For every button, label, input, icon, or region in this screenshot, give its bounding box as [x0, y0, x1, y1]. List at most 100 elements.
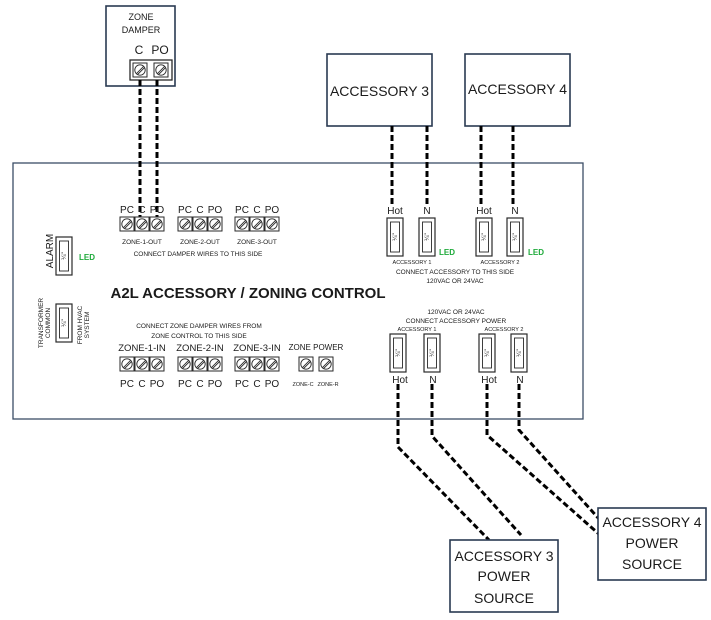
acc2-in-hot-label: Hot	[481, 375, 497, 386]
power4-line1: ACCESSORY 4	[602, 514, 701, 530]
zone2-in-terminal-pc[interactable]	[177, 356, 193, 372]
zone1-out-po: PO	[150, 205, 165, 216]
acc1-out-fuse-n-rating: ¼"	[424, 232, 431, 240]
zone2-out-pc: PC	[178, 205, 192, 216]
zone-power-c-label: ZONE-C	[292, 382, 313, 388]
zone-damper-title-line2: DAMPER	[122, 25, 161, 35]
zone3-out-terminal-c[interactable]	[249, 216, 265, 232]
power4-wire-hot	[485, 384, 601, 537]
power3-line3: SOURCE	[474, 590, 534, 606]
acc2-out-label: ACCESSORY 2	[481, 260, 520, 266]
zone-damper-terminal-c[interactable]	[132, 62, 148, 78]
zone3-out-po: PO	[265, 205, 280, 216]
zone-power-terminal-r[interactable]	[318, 356, 334, 372]
in-caption-line1: CONNECT ZONE DAMPER WIRES FROM	[136, 323, 262, 330]
zone-power-section: ZONE POWER ZONE-C ZONE-R	[289, 343, 344, 388]
zone2-out-po: PO	[208, 205, 223, 216]
acc2-in-label: ACCESSORY 2	[485, 327, 524, 333]
power3-wire-hot	[396, 384, 491, 542]
zone1-out-terminal-po[interactable]	[149, 216, 165, 232]
power3-line1: ACCESSORY 3	[454, 548, 553, 564]
acc-caption-line2: 120VAC OR 24VAC	[426, 278, 484, 285]
zone3-in-terminal-pc[interactable]	[234, 356, 250, 372]
acc2-out-fuse-hot-rating: ¼"	[481, 232, 488, 240]
zone3-out-c: C	[253, 205, 260, 216]
out-caption: CONNECT DAMPER WIRES TO THIS SIDE	[134, 251, 263, 258]
acc1-out-label: ACCESSORY 1	[393, 260, 432, 266]
zone1-in-c: C	[138, 379, 145, 390]
zone2-out-terminal-pc[interactable]	[177, 216, 193, 232]
acc-caption-line1: CONNECT ACCESSORY TO THIS SIDE	[396, 269, 515, 276]
zone3-out-pc: PC	[235, 205, 249, 216]
zone-out-terminals: PC C PO ZONE-1-OUT PC C PO ZONE-2-OUT PC…	[119, 205, 280, 258]
zone2-in-pc: PC	[178, 379, 192, 390]
zone1-out-pc: PC	[120, 205, 134, 216]
zone1-in-terminal-pc[interactable]	[119, 356, 135, 372]
zone3-out-label: ZONE-3-OUT	[237, 239, 277, 246]
accessory-3-power-source-box: ACCESSORY 3 POWER SOURCE	[449, 539, 559, 613]
zone-damper-terminal-po[interactable]	[153, 62, 169, 78]
accessory-3-label: ACCESSORY 3	[330, 83, 429, 99]
acc1-in-fuse-hot-rating: ¼"	[395, 348, 402, 356]
acc1-out-led-label: LED	[439, 248, 455, 257]
zone1-out-terminal-c[interactable]	[134, 216, 150, 232]
alarm-label: ALARM	[45, 234, 56, 268]
power-caption-line1: 120VAC OR 24VAC	[427, 309, 485, 316]
zone2-out-label: ZONE-2-OUT	[180, 239, 220, 246]
zone-power-r-label: ZONE-R	[317, 382, 338, 388]
acc1-in-fuse-n-rating: ¼"	[429, 348, 436, 356]
zone1-in-label: ZONE-1-IN	[118, 343, 166, 354]
acc2-in-fuse-n-rating: ¼"	[516, 348, 523, 356]
acc2-in-fuse-hot-rating: ¼"	[484, 348, 491, 356]
zone1-out-terminal-pc[interactable]	[119, 216, 135, 232]
zone2-in-terminal-po[interactable]	[207, 356, 223, 372]
accessory-4-box: ACCESSORY 4	[464, 53, 571, 127]
acc1-out-hot-label: Hot	[387, 206, 403, 217]
zone3-in-c: C	[253, 379, 260, 390]
zone1-in-terminal-po[interactable]	[149, 356, 165, 372]
zone-power-title: ZONE POWER	[289, 343, 344, 352]
acc2-in-n-label: N	[516, 375, 523, 386]
zone2-in-po: PO	[208, 379, 223, 390]
zone1-in-po: PO	[150, 379, 165, 390]
acc2-out-led-label: LED	[528, 248, 544, 257]
zone3-in-label: ZONE-3-IN	[233, 343, 281, 354]
zone-power-terminal-c[interactable]	[298, 356, 314, 372]
zone-damper-po-label: PO	[151, 43, 168, 57]
zone2-out-terminal-c[interactable]	[192, 216, 208, 232]
zone3-out-terminal-pc[interactable]	[234, 216, 250, 232]
zone2-out-terminal-po[interactable]	[207, 216, 223, 232]
transformer-common-section: TRANSFORMER COMMON ¼" FROM HVAC SYSTEM	[38, 298, 91, 349]
transformer-label-line1: TRANSFORMER	[38, 298, 45, 349]
zone2-in-terminal-c[interactable]	[192, 356, 208, 372]
acc1-in-hot-label: Hot	[392, 375, 408, 386]
acc2-out-fuse-n-rating: ¼"	[512, 232, 519, 240]
zone3-in-terminal-po[interactable]	[264, 356, 280, 372]
accessory-3-box: ACCESSORY 3	[326, 53, 433, 127]
accessory-output-section: Hot N Hot N ¼" ¼" LED ¼" ¼" LED ACCESSOR…	[386, 206, 544, 285]
power3-wire-n	[430, 384, 523, 537]
accessory-4-label: ACCESSORY 4	[468, 81, 567, 97]
acc2-out-n-label: N	[511, 206, 518, 217]
zone1-out-c: C	[138, 205, 145, 216]
zone-in-terminals: CONNECT ZONE DAMPER WIRES FROM ZONE CONT…	[118, 323, 281, 390]
accessory-power-section: 120VAC OR 24VAC CONNECT ACCESSORY POWER …	[389, 309, 528, 386]
in-caption-line2: ZONE CONTROL TO THIS SIDE	[151, 333, 247, 340]
from-hvac-line2: SYSTEM	[84, 312, 91, 339]
power-caption-line2: CONNECT ACCESSORY POWER	[406, 318, 507, 325]
accessory-4-power-source-box: ACCESSORY 4 POWER SOURCE	[597, 507, 707, 581]
acc1-out-fuse-hot-rating: ¼"	[392, 232, 399, 240]
zone-damper-box: ZONE DAMPER C PO	[105, 5, 176, 87]
acc2-out-hot-label: Hot	[476, 206, 492, 217]
control-board	[12, 162, 584, 420]
acc1-in-n-label: N	[429, 375, 436, 386]
transformer-label-line2: COMMON	[45, 308, 52, 339]
zone3-in-terminal-c[interactable]	[249, 356, 265, 372]
acc1-in-label: ACCESSORY 1	[398, 327, 437, 333]
zone3-out-terminal-po[interactable]	[264, 216, 280, 232]
zone3-in-pc: PC	[235, 379, 249, 390]
zone-damper-c-label: C	[135, 43, 144, 57]
zone1-out-label: ZONE-1-OUT	[122, 239, 162, 246]
zone1-in-terminal-c[interactable]	[134, 356, 150, 372]
